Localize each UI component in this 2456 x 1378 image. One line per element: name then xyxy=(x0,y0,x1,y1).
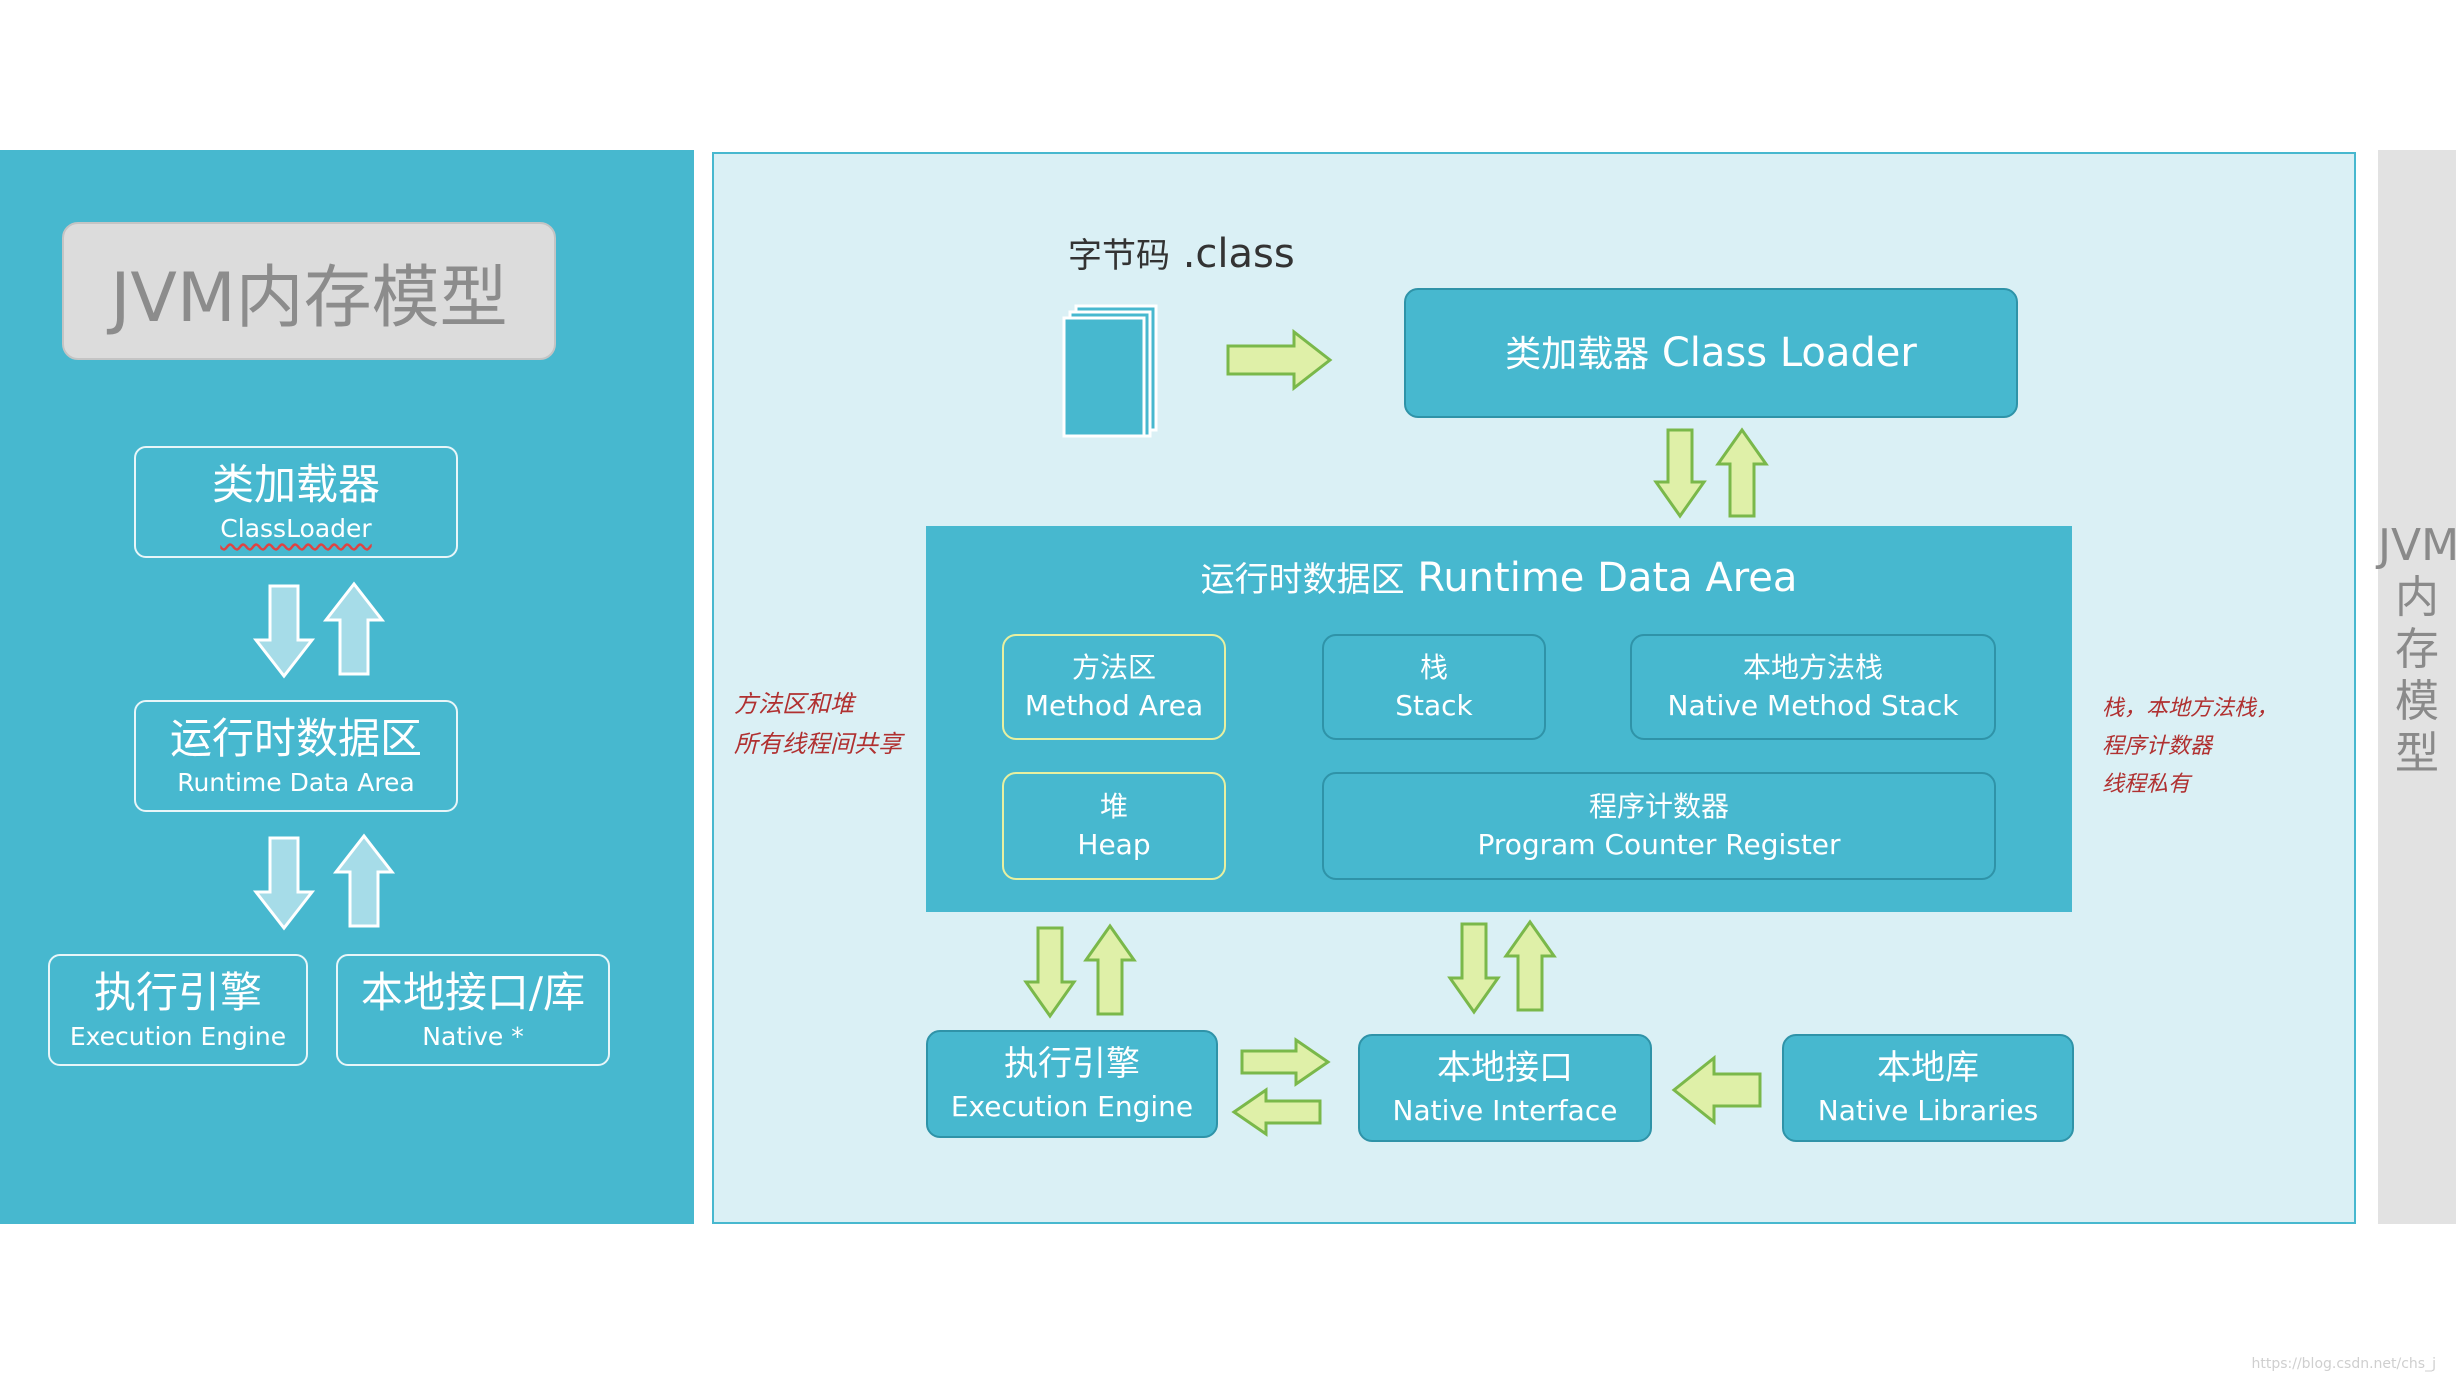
left-native-box: 本地接口/库 Native * xyxy=(336,954,610,1066)
native-libraries-zh: 本地库 xyxy=(1877,1048,1979,1088)
left-engine-box: 执行引擎 Execution Engine xyxy=(48,954,308,1066)
left-classloader-box: 类加载器 ClassLoader xyxy=(134,446,458,558)
note-private: 栈，本地方法栈， 程序计数器 线程私有 xyxy=(2102,690,2278,804)
execution-engine-zh: 执行引擎 xyxy=(1004,1044,1140,1084)
heap-box: 堆 Heap xyxy=(1002,772,1226,880)
heap-en: Heap xyxy=(1077,828,1151,861)
left-runtime-zh: 运行时数据区 xyxy=(169,714,422,763)
page-title: JVM内存模型 xyxy=(62,222,556,360)
note-shared-line: 所有线程间共享 xyxy=(734,730,902,758)
method-area-zh: 方法区 xyxy=(1071,651,1156,684)
classloader-en: Class Loader xyxy=(1661,330,1917,376)
up-arrow-icon xyxy=(1715,427,1769,518)
note-private-line: 栈，本地方法栈， xyxy=(2102,696,2279,721)
left-arrow-icon xyxy=(1231,1087,1322,1137)
side-title-char: 型 xyxy=(2395,728,2439,779)
right-arrow-icon xyxy=(1240,1037,1331,1087)
bytecode-zh: 字节码 xyxy=(1068,236,1170,276)
runtime-title: 运行时数据区 Runtime Data Area xyxy=(926,552,2072,601)
left-engine-en: Execution Engine xyxy=(69,1022,287,1051)
note-shared: 方法区和堆 所有线程间共享 xyxy=(734,684,902,764)
bytecode-en: .class xyxy=(1182,231,1295,277)
note-private-line: 线程私有 xyxy=(2102,772,2191,797)
down-arrow-icon xyxy=(1023,926,1077,1019)
native-interface-zh: 本地接口 xyxy=(1437,1048,1573,1088)
side-title-char: 内 xyxy=(2395,572,2439,623)
left-native-en: Native * xyxy=(422,1022,524,1051)
native-libraries-en: Native Libraries xyxy=(1817,1094,2039,1127)
runtime-data-area xyxy=(926,526,2072,912)
down-arrow-icon xyxy=(1653,428,1707,519)
left-engine-zh: 执行引擎 xyxy=(93,968,262,1017)
program-counter-box: 程序计数器 Program Counter Register xyxy=(1322,772,1996,880)
native-method-stack-box: 本地方法栈 Native Method Stack xyxy=(1630,634,1996,740)
left-runtime-box: 运行时数据区 Runtime Data Area xyxy=(134,700,458,812)
left-classloader-zh: 类加载器 xyxy=(211,460,380,509)
down-arrow-icon xyxy=(252,836,316,931)
side-title-char: JVM xyxy=(2378,520,2456,571)
method-area-box: 方法区 Method Area xyxy=(1002,634,1226,740)
up-arrow-icon xyxy=(1503,919,1557,1012)
native-libraries-box: 本地库 Native Libraries xyxy=(1782,1034,2074,1142)
stack-zh: 栈 xyxy=(1419,651,1448,684)
program-counter-en: Program Counter Register xyxy=(1477,828,1841,861)
bytecode-label: 字节码 .class xyxy=(1068,228,1295,277)
left-classloader-en: ClassLoader xyxy=(220,514,372,543)
file-stack-icon xyxy=(1062,304,1158,438)
note-shared-line: 方法区和堆 xyxy=(734,690,854,718)
down-arrow-icon xyxy=(252,584,316,679)
method-area-en: Method Area xyxy=(1024,689,1204,722)
left-arrow-icon xyxy=(1671,1054,1762,1126)
execution-engine-en: Execution Engine xyxy=(950,1090,1194,1123)
up-arrow-icon xyxy=(332,833,396,928)
runtime-title-en: Runtime Data Area xyxy=(1417,555,1798,601)
native-interface-en: Native Interface xyxy=(1392,1094,1618,1127)
side-title-char: 模 xyxy=(2395,676,2439,727)
native-interface-box: 本地接口 Native Interface xyxy=(1358,1034,1652,1142)
classloader-box: 类加载器 Class Loader xyxy=(1404,288,2018,418)
runtime-title-zh: 运行时数据区 xyxy=(1200,560,1405,600)
program-counter-zh: 程序计数器 xyxy=(1588,790,1729,823)
native-method-stack-zh: 本地方法栈 xyxy=(1742,651,1883,684)
side-strip xyxy=(2378,150,2456,1224)
down-arrow-icon xyxy=(1447,922,1501,1015)
classloader-zh: 类加载器 xyxy=(1505,334,1650,375)
native-method-stack-en: Native Method Stack xyxy=(1667,689,1959,722)
execution-engine-box: 执行引擎 Execution Engine xyxy=(926,1030,1218,1138)
left-native-zh: 本地接口/库 xyxy=(360,968,586,1017)
stack-en: Stack xyxy=(1395,689,1473,722)
right-arrow-icon xyxy=(1226,328,1333,392)
stack-box: 栈 Stack xyxy=(1322,634,1546,740)
side-title-char: 存 xyxy=(2395,624,2439,675)
left-runtime-en: Runtime Data Area xyxy=(177,768,415,797)
note-private-line: 程序计数器 xyxy=(2102,734,2213,759)
heap-zh: 堆 xyxy=(1099,790,1128,823)
up-arrow-icon xyxy=(1083,923,1137,1016)
up-arrow-icon xyxy=(322,581,386,676)
watermark: https://blog.csdn.net/chs_j xyxy=(2251,1356,2436,1372)
